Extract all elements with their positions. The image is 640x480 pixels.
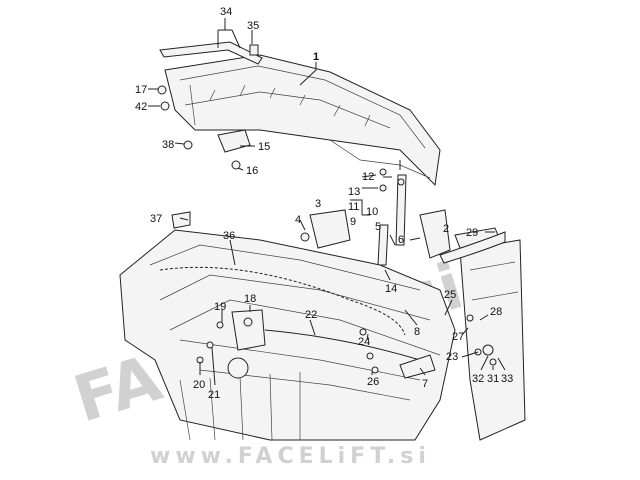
callout-9: 9 — [350, 216, 356, 228]
callout-20: 20 — [193, 379, 205, 391]
callout-21: 21 — [208, 389, 220, 401]
callout-13: 13 — [348, 186, 360, 198]
callout-23: 23 — [446, 351, 458, 363]
leader-lines — [148, 18, 506, 386]
callout-37: 37 — [150, 213, 162, 225]
front-body — [119, 211, 526, 441]
callout-33: 33 — [501, 373, 513, 385]
callout-42: 42 — [135, 101, 147, 113]
callout-27: 27 — [452, 331, 464, 343]
callout-19: 19 — [214, 301, 226, 313]
callout-15: 15 — [258, 141, 270, 153]
callout-36: 36 — [223, 230, 235, 242]
callout-16: 16 — [246, 165, 258, 177]
callout-38: 38 — [162, 139, 174, 151]
bracket — [300, 209, 501, 259]
callout-29: 29 — [466, 227, 478, 239]
callout-35: 35 — [247, 20, 259, 32]
callout-28: 28 — [490, 306, 502, 318]
callout-2: 2 — [443, 223, 449, 235]
callout-10: 10 — [366, 206, 378, 218]
callout-34: 34 — [220, 6, 232, 18]
callout-3: 3 — [315, 198, 321, 210]
callout-26: 26 — [367, 376, 379, 388]
callout-31: 31 — [487, 373, 499, 385]
callout-7: 7 — [422, 378, 428, 390]
callout-labels: 34 35 1 17 42 38 15 16 13 12 3 11 10 9 4… — [135, 6, 513, 401]
callout-25: 25 — [444, 289, 456, 301]
callout-8: 8 — [414, 326, 420, 338]
callout-24: 24 — [358, 336, 370, 348]
callout-17: 17 — [135, 84, 147, 96]
watermark-footer: www.FACELiFT.si — [150, 444, 431, 469]
callout-4: 4 — [295, 214, 301, 226]
callout-18: 18 — [244, 293, 256, 305]
hood — [157, 41, 441, 187]
callout-5: 5 — [375, 221, 381, 233]
callout-1: 1 — [313, 51, 319, 63]
gas-struts — [377, 160, 407, 266]
callout-32: 32 — [472, 373, 484, 385]
callout-12a: 12 — [362, 171, 374, 183]
callout-22: 22 — [305, 309, 317, 321]
callout-11: 11 — [348, 201, 359, 213]
callout-14: 14 — [385, 283, 397, 295]
callout-6: 6 — [398, 234, 404, 246]
